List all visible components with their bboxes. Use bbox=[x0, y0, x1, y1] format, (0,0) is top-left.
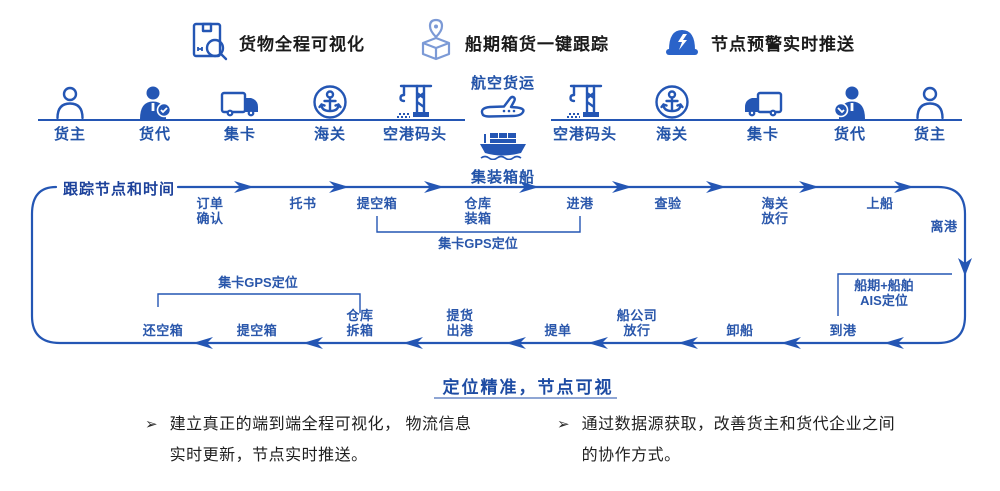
flow-loop-lines bbox=[30, 181, 972, 349]
bullet-text: 建立真正的端到端全程可视化， 物流信息 实时更新，节点实时推送。 bbox=[169, 416, 472, 464]
person-badge-icon bbox=[137, 82, 173, 120]
summary-bullet-2: ➢ 通过数据源获取，改善货主和货代企业之间 的协作方式。 bbox=[557, 409, 895, 471]
chain-label: 货主 bbox=[53, 126, 86, 143]
chain-item-terminal-right: 空港码头 bbox=[537, 82, 633, 144]
arrow-left-icons bbox=[193, 337, 904, 349]
air-freight-label: 航空货运 bbox=[470, 75, 535, 92]
bullet-text: 通过数据源获取，改善货主和货代企业之间 的协作方式。 bbox=[581, 416, 896, 464]
chain-label: 海关 bbox=[313, 126, 346, 143]
feature-cargo-visibility: 货物全程可视化 bbox=[190, 20, 365, 64]
chain-item-shipper-left: 货主 bbox=[22, 82, 118, 144]
chain-label: 货主 bbox=[913, 126, 946, 143]
ais-bracket bbox=[837, 273, 952, 316]
arrow-right-icons bbox=[234, 181, 914, 193]
chain-label: 集卡 bbox=[746, 126, 779, 143]
package-search-icon bbox=[190, 19, 228, 66]
flow-title: 跟踪节点和时间 bbox=[63, 181, 176, 198]
truck-icon bbox=[220, 82, 260, 120]
bullet-arrow-icon: ➢ bbox=[557, 416, 570, 433]
flow-node-load-vessel: 上船 bbox=[866, 196, 894, 211]
tracking-flow-diagram: 跟踪节点和时间 订单 确认 托书 提空箱 仓库 装箱 进港 查验 海关 放行 上… bbox=[0, 170, 1000, 365]
feature-one-click-tracking: 船期箱货一键跟踪 bbox=[418, 18, 609, 67]
chain-item-shipper-right: 货主 bbox=[882, 82, 978, 144]
airplane-icon bbox=[478, 93, 528, 128]
chain-item-terminal-left: 空港码头 bbox=[367, 82, 463, 144]
crane-icon bbox=[393, 82, 437, 120]
chain-center-modes: 航空货运 集装箱船 bbox=[443, 71, 563, 187]
flow-node-warehouse-pack: 仓库 装箱 bbox=[464, 196, 492, 226]
bullet-arrow-icon: ➢ bbox=[145, 416, 158, 433]
flow-node-inspection: 查验 bbox=[654, 196, 682, 211]
loop-path bbox=[30, 185, 967, 345]
container-ship-label: 集装箱船 bbox=[470, 169, 535, 186]
chain-label: 空港码头 bbox=[552, 126, 617, 143]
chain-item-truck-right: 集卡 bbox=[715, 82, 811, 144]
arrow-down-icon bbox=[958, 258, 972, 276]
gps-bracket-bottom bbox=[157, 293, 361, 313]
truck-icon bbox=[743, 82, 783, 120]
gps-annotation-bottom: 集卡GPS定位 bbox=[218, 275, 298, 290]
flow-node-order-confirm: 订单 确认 bbox=[196, 196, 224, 226]
flow-node-discharge: 卸船 bbox=[726, 323, 754, 338]
gps-bracket-top bbox=[376, 216, 581, 233]
ais-annotation: 船期+船舶 AIS定位 bbox=[854, 278, 914, 308]
flow-node-enter-port: 进港 bbox=[566, 196, 594, 211]
chain-label: 空港码头 bbox=[382, 126, 447, 143]
feature-label: 节点预警实时推送 bbox=[711, 34, 855, 54]
alert-bell-icon bbox=[664, 20, 700, 65]
chain-label: 货代 bbox=[833, 126, 866, 143]
flow-node-return-empty: 还空箱 bbox=[142, 323, 184, 338]
flow-node-arrival: 到港 bbox=[829, 323, 857, 338]
chain-label: 货代 bbox=[138, 126, 171, 143]
chain-label: 集卡 bbox=[223, 126, 256, 143]
feature-label: 货物全程可视化 bbox=[239, 34, 365, 54]
container-ship-icon bbox=[477, 132, 529, 165]
feature-alert-push: 节点预警实时推送 bbox=[664, 20, 855, 64]
flow-node-warehouse-unpack: 仓库 拆箱 bbox=[346, 308, 374, 338]
heading-underline bbox=[434, 397, 617, 399]
person-outline-icon bbox=[54, 82, 86, 120]
flow-node-pickup-empty: 提空箱 bbox=[356, 196, 398, 211]
summary-bullet-1: ➢ 建立真正的端到端全程可视化， 物流信息 实时更新，节点实时推送。 bbox=[145, 409, 472, 471]
chain-baseline-left bbox=[38, 119, 465, 121]
flow-node-booking-note: 托书 bbox=[289, 196, 317, 211]
chain-baseline-right bbox=[551, 119, 962, 121]
flow-node-cargo-pickup: 提货 出港 bbox=[446, 308, 474, 338]
chain-item-truck-left: 集卡 bbox=[192, 82, 288, 144]
chain-label: 海关 bbox=[655, 126, 688, 143]
chain-item-forwarder-right: 货代 bbox=[802, 82, 898, 144]
chain-item-customs-left: 海关 bbox=[282, 82, 378, 144]
person-outline-icon bbox=[914, 82, 946, 120]
gps-annotation-top: 集卡GPS定位 bbox=[438, 236, 518, 251]
anchor-icon bbox=[312, 82, 348, 120]
anchor-icon bbox=[654, 82, 690, 120]
chain-item-customs-right: 海关 bbox=[624, 82, 720, 144]
chain-item-forwarder-left: 货代 bbox=[107, 82, 203, 144]
person-badge-icon bbox=[832, 82, 868, 120]
crane-icon bbox=[563, 82, 607, 120]
summary-heading: 定位精准，节点可视 bbox=[442, 378, 614, 397]
flow-node-pickup-empty-2: 提空箱 bbox=[236, 323, 278, 338]
flow-node-customs-release: 海关 放行 bbox=[761, 196, 789, 226]
flow-node-departure: 离港 bbox=[930, 219, 958, 234]
flow-node-bill-of-lading: 提单 bbox=[544, 323, 572, 338]
feature-label: 船期箱货一键跟踪 bbox=[465, 34, 609, 54]
flow-node-carrier-release: 船公司 放行 bbox=[616, 308, 658, 338]
box-location-icon bbox=[418, 18, 454, 67]
